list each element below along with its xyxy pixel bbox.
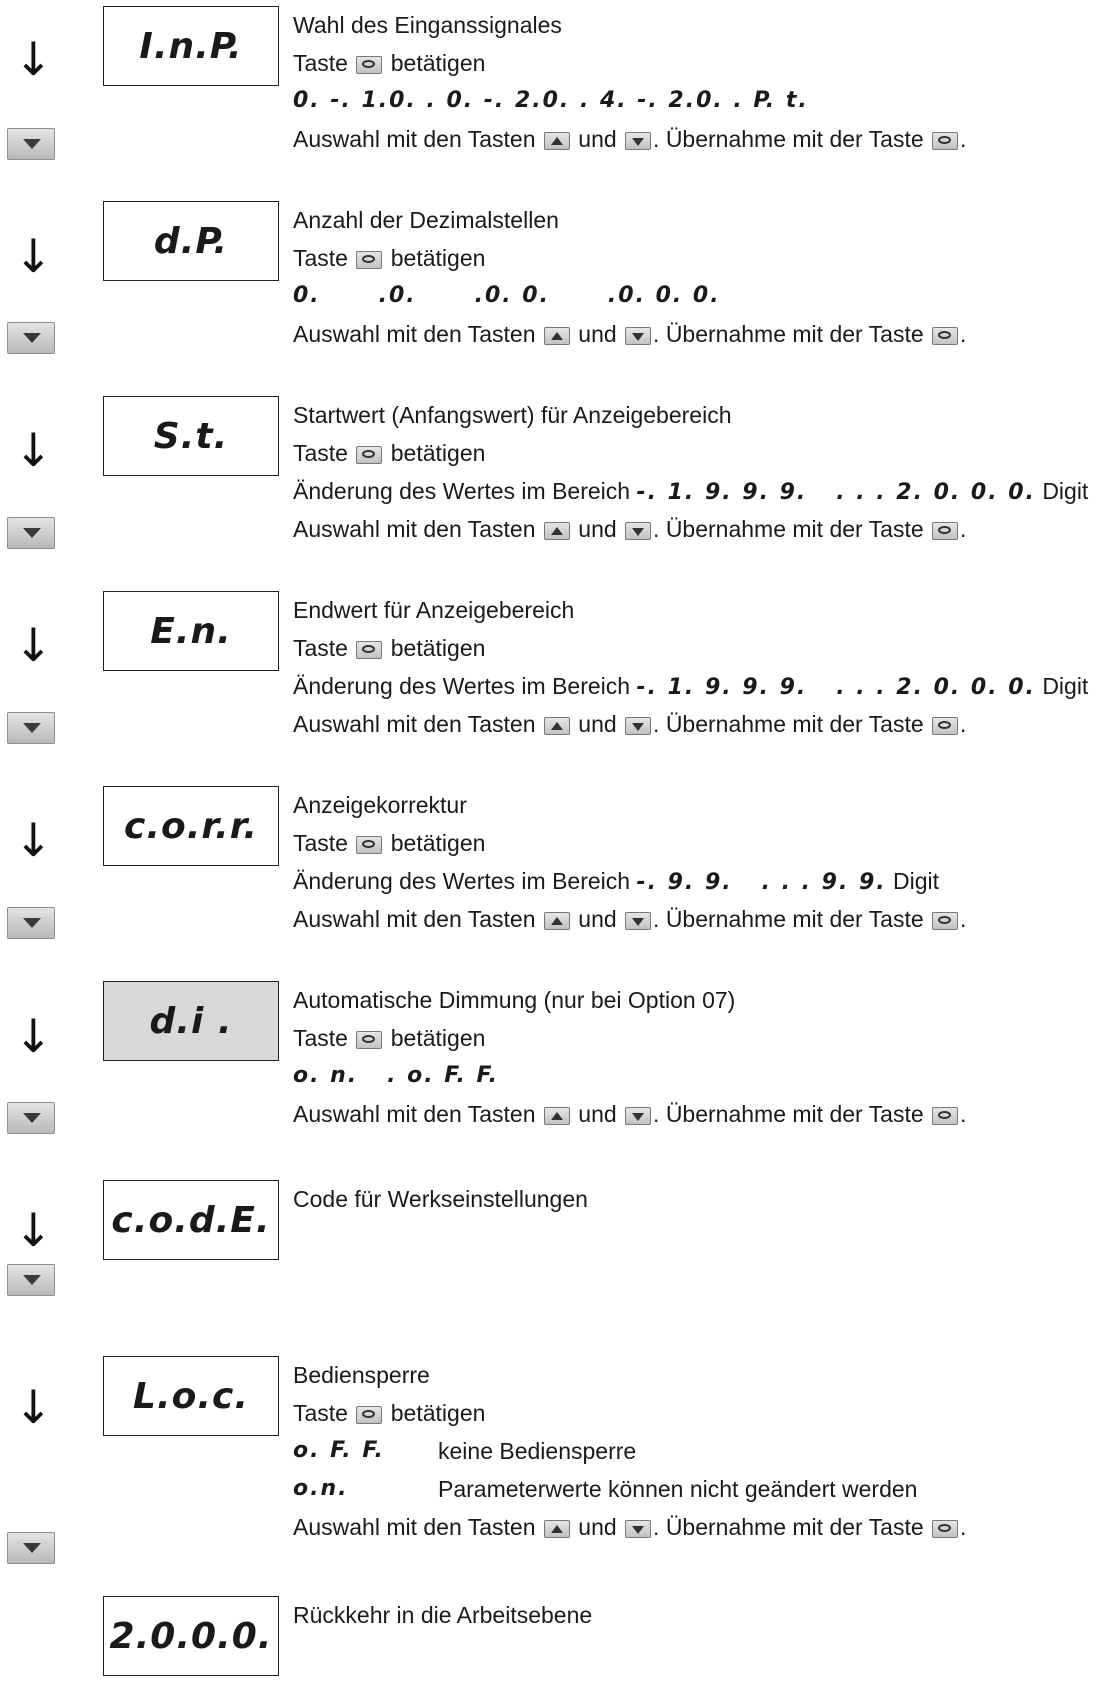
step-description: Rückkehr in die Arbeitsebene xyxy=(293,1596,1103,1634)
step-title: Code für Werkseinstellungen xyxy=(293,1186,588,1212)
lcd-display-dp: d.P. xyxy=(103,201,279,281)
step-description: Code für Werkseinstellungen xyxy=(293,1180,1103,1218)
enter-key-icon xyxy=(932,327,959,345)
select-instruction: Auswahl mit den Tasten und . Übernahme m… xyxy=(293,711,967,737)
enter-key-icon xyxy=(932,522,959,540)
up-key-icon xyxy=(543,717,570,735)
step-title: Anzahl der Dezimalstellen xyxy=(293,207,559,233)
lcd-display-di: d.i . xyxy=(103,981,279,1061)
flow-arrow: ↓ xyxy=(14,1009,53,1063)
down-button-icon[interactable] xyxy=(7,128,55,160)
step-description: Startwert (Anfangswert) für Anzeigeberei… xyxy=(293,396,1103,548)
flow-arrow: ↓ xyxy=(14,1380,53,1434)
flow-arrow: ↓ xyxy=(14,32,53,86)
lcd-display-corr: c.o.r.r. xyxy=(103,786,279,866)
enter-key-icon xyxy=(356,1031,383,1049)
step-title: Bediensperre xyxy=(293,1362,430,1388)
down-key-icon xyxy=(625,132,652,150)
enter-key-icon xyxy=(356,836,383,854)
down-key-icon xyxy=(625,1520,652,1538)
lock-option-off: o. F. F.keine Bediensperre xyxy=(293,1438,637,1464)
down-button-icon[interactable] xyxy=(7,907,55,939)
lcd-display-code: c.o.d.E. xyxy=(103,1180,279,1260)
down-button-icon[interactable] xyxy=(7,517,55,549)
select-instruction: Auswahl mit den Tasten und . Übernahme m… xyxy=(293,321,967,347)
enter-key-icon xyxy=(356,1406,383,1424)
lock-option-on: o.n.Parameterwerte können nicht geändert… xyxy=(293,1476,918,1502)
flow-arrow: ↓ xyxy=(14,423,53,477)
down-button-icon[interactable] xyxy=(7,1532,55,1564)
enter-key-icon xyxy=(356,56,383,74)
down-button-icon[interactable] xyxy=(7,712,55,744)
enter-key-icon xyxy=(932,1107,959,1125)
press-instruction: Taste betätigen xyxy=(293,1025,486,1051)
down-button-icon[interactable] xyxy=(7,1102,55,1134)
step-title: Anzeigekorrektur xyxy=(293,792,467,818)
down-key-icon xyxy=(625,522,652,540)
down-key-icon xyxy=(625,717,652,735)
flow-arrow: ↓ xyxy=(14,618,53,672)
step-title: Startwert (Anfangswert) für Anzeigeberei… xyxy=(293,402,732,428)
enter-key-icon xyxy=(932,132,959,150)
enter-key-icon xyxy=(356,641,383,659)
range-instruction: Änderung des Wertes im Bereich -. 1. 9. … xyxy=(293,478,1089,505)
select-instruction: Auswahl mit den Tasten und . Übernahme m… xyxy=(293,126,967,152)
up-key-icon xyxy=(543,132,570,150)
press-instruction: Taste betätigen xyxy=(293,635,486,661)
step-title: Endwert für Anzeigebereich xyxy=(293,597,575,623)
step-description: Bediensperre Taste betätigen o. F. F.kei… xyxy=(293,1356,1103,1546)
flow-arrow: ↓ xyxy=(14,1203,53,1257)
flow-arrow: ↓ xyxy=(14,229,53,283)
enter-key-icon xyxy=(932,717,959,735)
select-instruction: Auswahl mit den Tasten und . Übernahme m… xyxy=(293,906,967,932)
range-instruction: Änderung des Wertes im Bereich -. 1. 9. … xyxy=(293,673,1089,700)
step-title: Rückkehr in die Arbeitsebene xyxy=(293,1602,593,1628)
range-instruction: Änderung des Wertes im Bereich -. 9. 9. … xyxy=(293,868,940,895)
press-instruction: Taste betätigen xyxy=(293,830,486,856)
press-instruction: Taste betätigen xyxy=(293,245,486,271)
enter-key-icon xyxy=(356,446,383,464)
enter-key-icon xyxy=(932,1520,959,1538)
lcd-display-loc: L.o.c. xyxy=(103,1356,279,1436)
lcd-display-inp: I.n.P. xyxy=(103,6,279,86)
step-description: Endwert für Anzeigebereich Taste betätig… xyxy=(293,591,1103,743)
option-values: 0. -. 1.0. . 0. -. 2.0. . 4. -. 2.0. . P… xyxy=(293,88,809,113)
step-title: Wahl des Einganssignales xyxy=(293,12,562,38)
up-key-icon xyxy=(543,522,570,540)
up-key-icon xyxy=(543,1107,570,1125)
up-key-icon xyxy=(543,1520,570,1538)
option-values: o. n. . o. F. F. xyxy=(293,1063,499,1088)
select-instruction: Auswahl mit den Tasten und . Übernahme m… xyxy=(293,1514,967,1540)
down-button-icon[interactable] xyxy=(7,1264,55,1296)
option-values: 0. .0. .0. 0. .0. 0. 0. xyxy=(293,283,721,308)
press-instruction: Taste betätigen xyxy=(293,1400,486,1426)
lcd-display-en: E.n. xyxy=(103,591,279,671)
up-key-icon xyxy=(543,912,570,930)
step-title: Automatische Dimmung (nur bei Option 07) xyxy=(293,987,736,1013)
press-instruction: Taste betätigen xyxy=(293,50,486,76)
down-key-icon xyxy=(625,1107,652,1125)
lcd-display-return: 2.0.0.0. xyxy=(103,1596,279,1676)
lcd-display-st: S.t. xyxy=(103,396,279,476)
down-button-icon[interactable] xyxy=(7,322,55,354)
flow-arrow: ↓ xyxy=(14,813,53,867)
down-key-icon xyxy=(625,327,652,345)
down-key-icon xyxy=(625,912,652,930)
up-key-icon xyxy=(543,327,570,345)
select-instruction: Auswahl mit den Tasten und . Übernahme m… xyxy=(293,1101,967,1127)
press-instruction: Taste betätigen xyxy=(293,440,486,466)
step-description: Automatische Dimmung (nur bei Option 07)… xyxy=(293,981,1103,1133)
step-description: Anzahl der Dezimalstellen Taste betätige… xyxy=(293,201,1103,353)
step-description: Anzeigekorrektur Taste betätigen Änderun… xyxy=(293,786,1103,938)
enter-key-icon xyxy=(356,251,383,269)
step-description: Wahl des Einganssignales Taste betätigen… xyxy=(293,6,1103,158)
enter-key-icon xyxy=(932,912,959,930)
select-instruction: Auswahl mit den Tasten und . Übernahme m… xyxy=(293,516,967,542)
